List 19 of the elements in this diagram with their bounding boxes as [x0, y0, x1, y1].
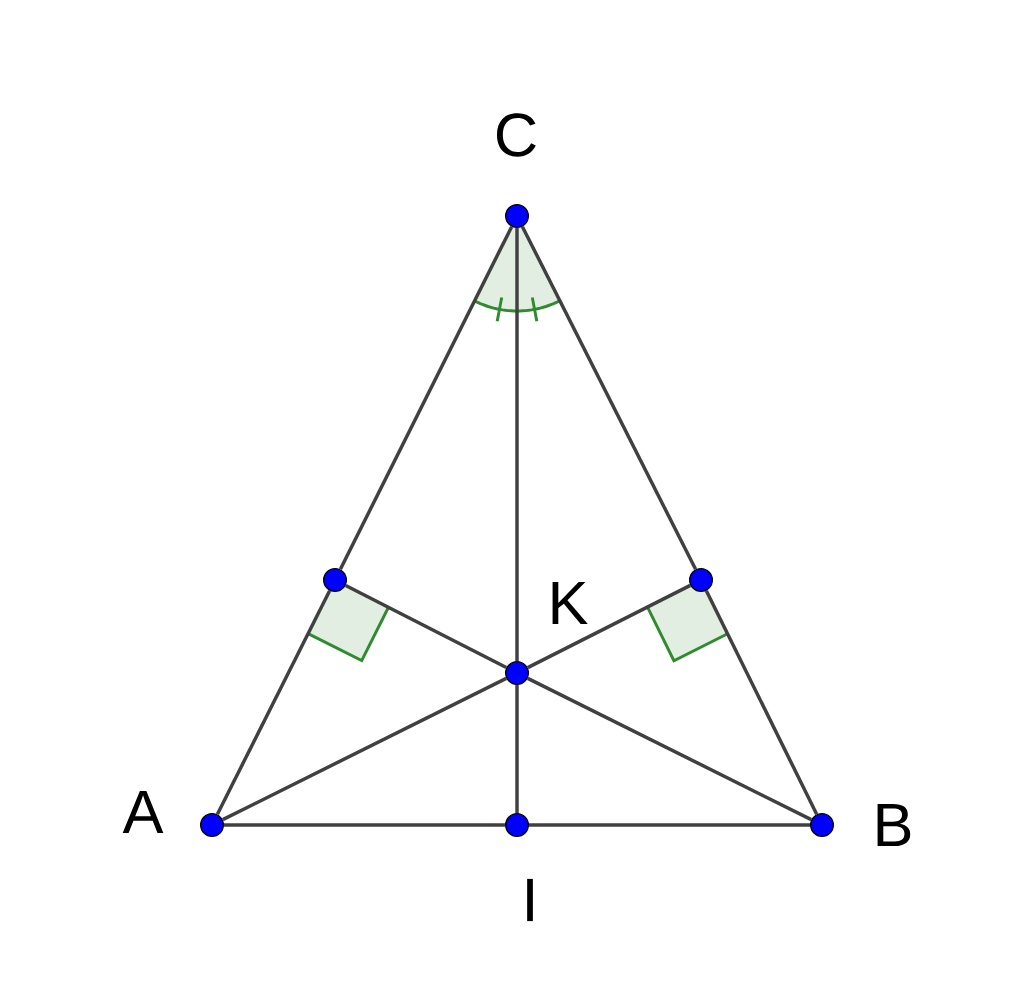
line-segment [224, 823, 505, 827]
line-segment [520, 225, 698, 571]
point [689, 568, 713, 592]
line-segment [526, 676, 813, 822]
line-segment [515, 685, 519, 813]
line-segment [221, 676, 508, 822]
line-segment [704, 590, 819, 815]
point-label: B [877, 803, 911, 847]
point-label: C [497, 113, 536, 157]
line-segment [338, 225, 514, 571]
line-segment [215, 589, 332, 816]
line-segment [344, 583, 508, 670]
point [323, 568, 347, 592]
line-segment [529, 823, 810, 827]
point-label: A [122, 790, 164, 834]
point-label: K [552, 581, 588, 625]
line-segment [515, 228, 519, 661]
line-segment [526, 583, 692, 670]
point-label: I [527, 878, 533, 922]
